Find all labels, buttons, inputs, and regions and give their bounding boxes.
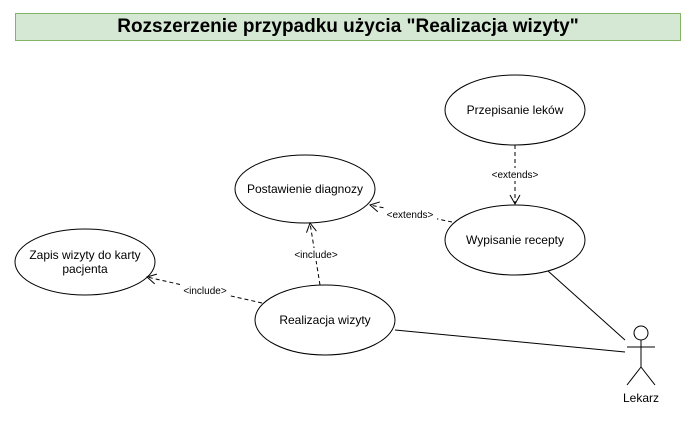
use-case-label: Realizacja wizyty bbox=[279, 313, 370, 327]
use-case-zapis-wizyty[interactable]: Zapis wizyty do karty pacjenta bbox=[14, 228, 156, 296]
relation-extends-przepisanie-wypisanie: <extends> bbox=[489, 145, 542, 206]
actor-head bbox=[633, 325, 649, 341]
relation-label: <include> bbox=[294, 250, 338, 261]
diagram-title: Rozszerzenie przypadku użycia "Realizacj… bbox=[15, 13, 681, 41]
use-case-wypisanie-recepty[interactable]: Wypisanie recepty bbox=[444, 204, 586, 276]
use-case-label: Wypisanie recepty bbox=[466, 233, 564, 247]
use-case-postawienie-diagnozy[interactable]: Postawienie diagnozy bbox=[234, 154, 376, 224]
association-line-realizacja bbox=[394, 329, 626, 353]
use-case-label: Przepisanie leków bbox=[467, 103, 564, 117]
relation-label: <extends> bbox=[387, 210, 434, 221]
relation-label: <extends> bbox=[492, 170, 539, 181]
actor-label: Lekarz bbox=[623, 391, 659, 405]
actor-lekarz[interactable]: Lekarz bbox=[623, 325, 659, 405]
association-line-wypisanie bbox=[547, 270, 626, 341]
use-case-label: Postawienie diagnozy bbox=[247, 182, 363, 196]
relation-include-realizacja-zapis: <include> bbox=[145, 273, 263, 304]
use-case-przepisanie-lekow[interactable]: Przepisanie leków bbox=[444, 74, 586, 146]
use-case-label-line1: Zapis wizyty do karty bbox=[29, 248, 140, 262]
relation-label: <include> bbox=[183, 286, 227, 297]
use-case-label-line2: pacjenta bbox=[62, 262, 108, 276]
relation-include-realizacja-postawienie: <include> bbox=[291, 221, 341, 286]
use-case-realizacja-wizyty[interactable]: Realizacja wizyty bbox=[254, 284, 396, 356]
relation-extends-wypisanie-postawienie: <extends> bbox=[368, 201, 453, 223]
